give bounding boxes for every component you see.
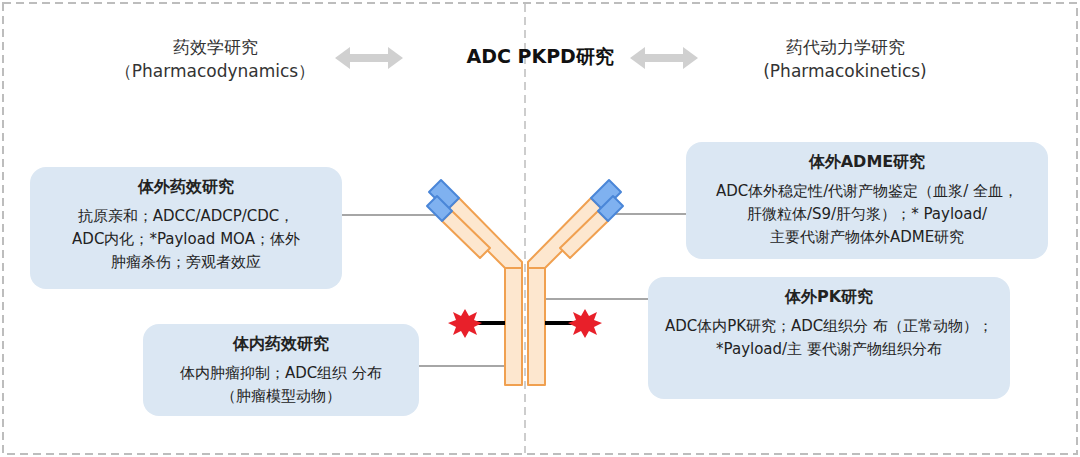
box-heading: 体外ADME研究: [698, 150, 1036, 174]
payload: [448, 309, 602, 338]
box-body: 抗原亲和；ADCC/ADCP/CDC， ADC内化；*Payload MOA；体…: [42, 205, 330, 274]
box-body: ADC体外稳定性/代谢产物鉴定（血浆/ 全血，肝微粒体/S9/肝匀浆）；* Pa…: [698, 180, 1036, 249]
box-heading: 体外药效研究: [42, 175, 330, 199]
section-label: 药代动力学研究 (Pharmacokinetics): [720, 35, 970, 83]
diagram-title: ADC PKPD研究: [467, 44, 614, 70]
box-heading: 体外PK研究: [660, 285, 998, 309]
divider-line: [524, 4, 526, 453]
antibody: [427, 180, 623, 385]
box-body: ADC体内PK研究；ADC组织分 布（正常动物）；*Payload/主 要代谢产…: [660, 315, 998, 361]
box-heading: 体内药效研究: [155, 332, 407, 356]
dashed-frame: [3, 3, 1077, 454]
study-box: 体内药效研究体内肿瘤抑制；ADC组织 分布（肿瘤模型动物）: [143, 324, 419, 416]
box-body: 体内肿瘤抑制；ADC组织 分布（肿瘤模型动物）: [155, 362, 407, 408]
study-box: 体外药效研究抗原亲和；ADCC/ADCP/CDC， ADC内化；*Payload…: [30, 167, 342, 289]
study-box: 体外ADME研究 ADC体外稳定性/代谢产物鉴定（血浆/ 全血，肝微粒体/S9/肝…: [686, 142, 1048, 259]
study-box: 体外PK研究 ADC体内PK研究；ADC组织分 布（正常动物）；*Payload/…: [648, 277, 1010, 399]
section-label: 药效学研究 （Pharmacodynamics）: [90, 35, 340, 83]
